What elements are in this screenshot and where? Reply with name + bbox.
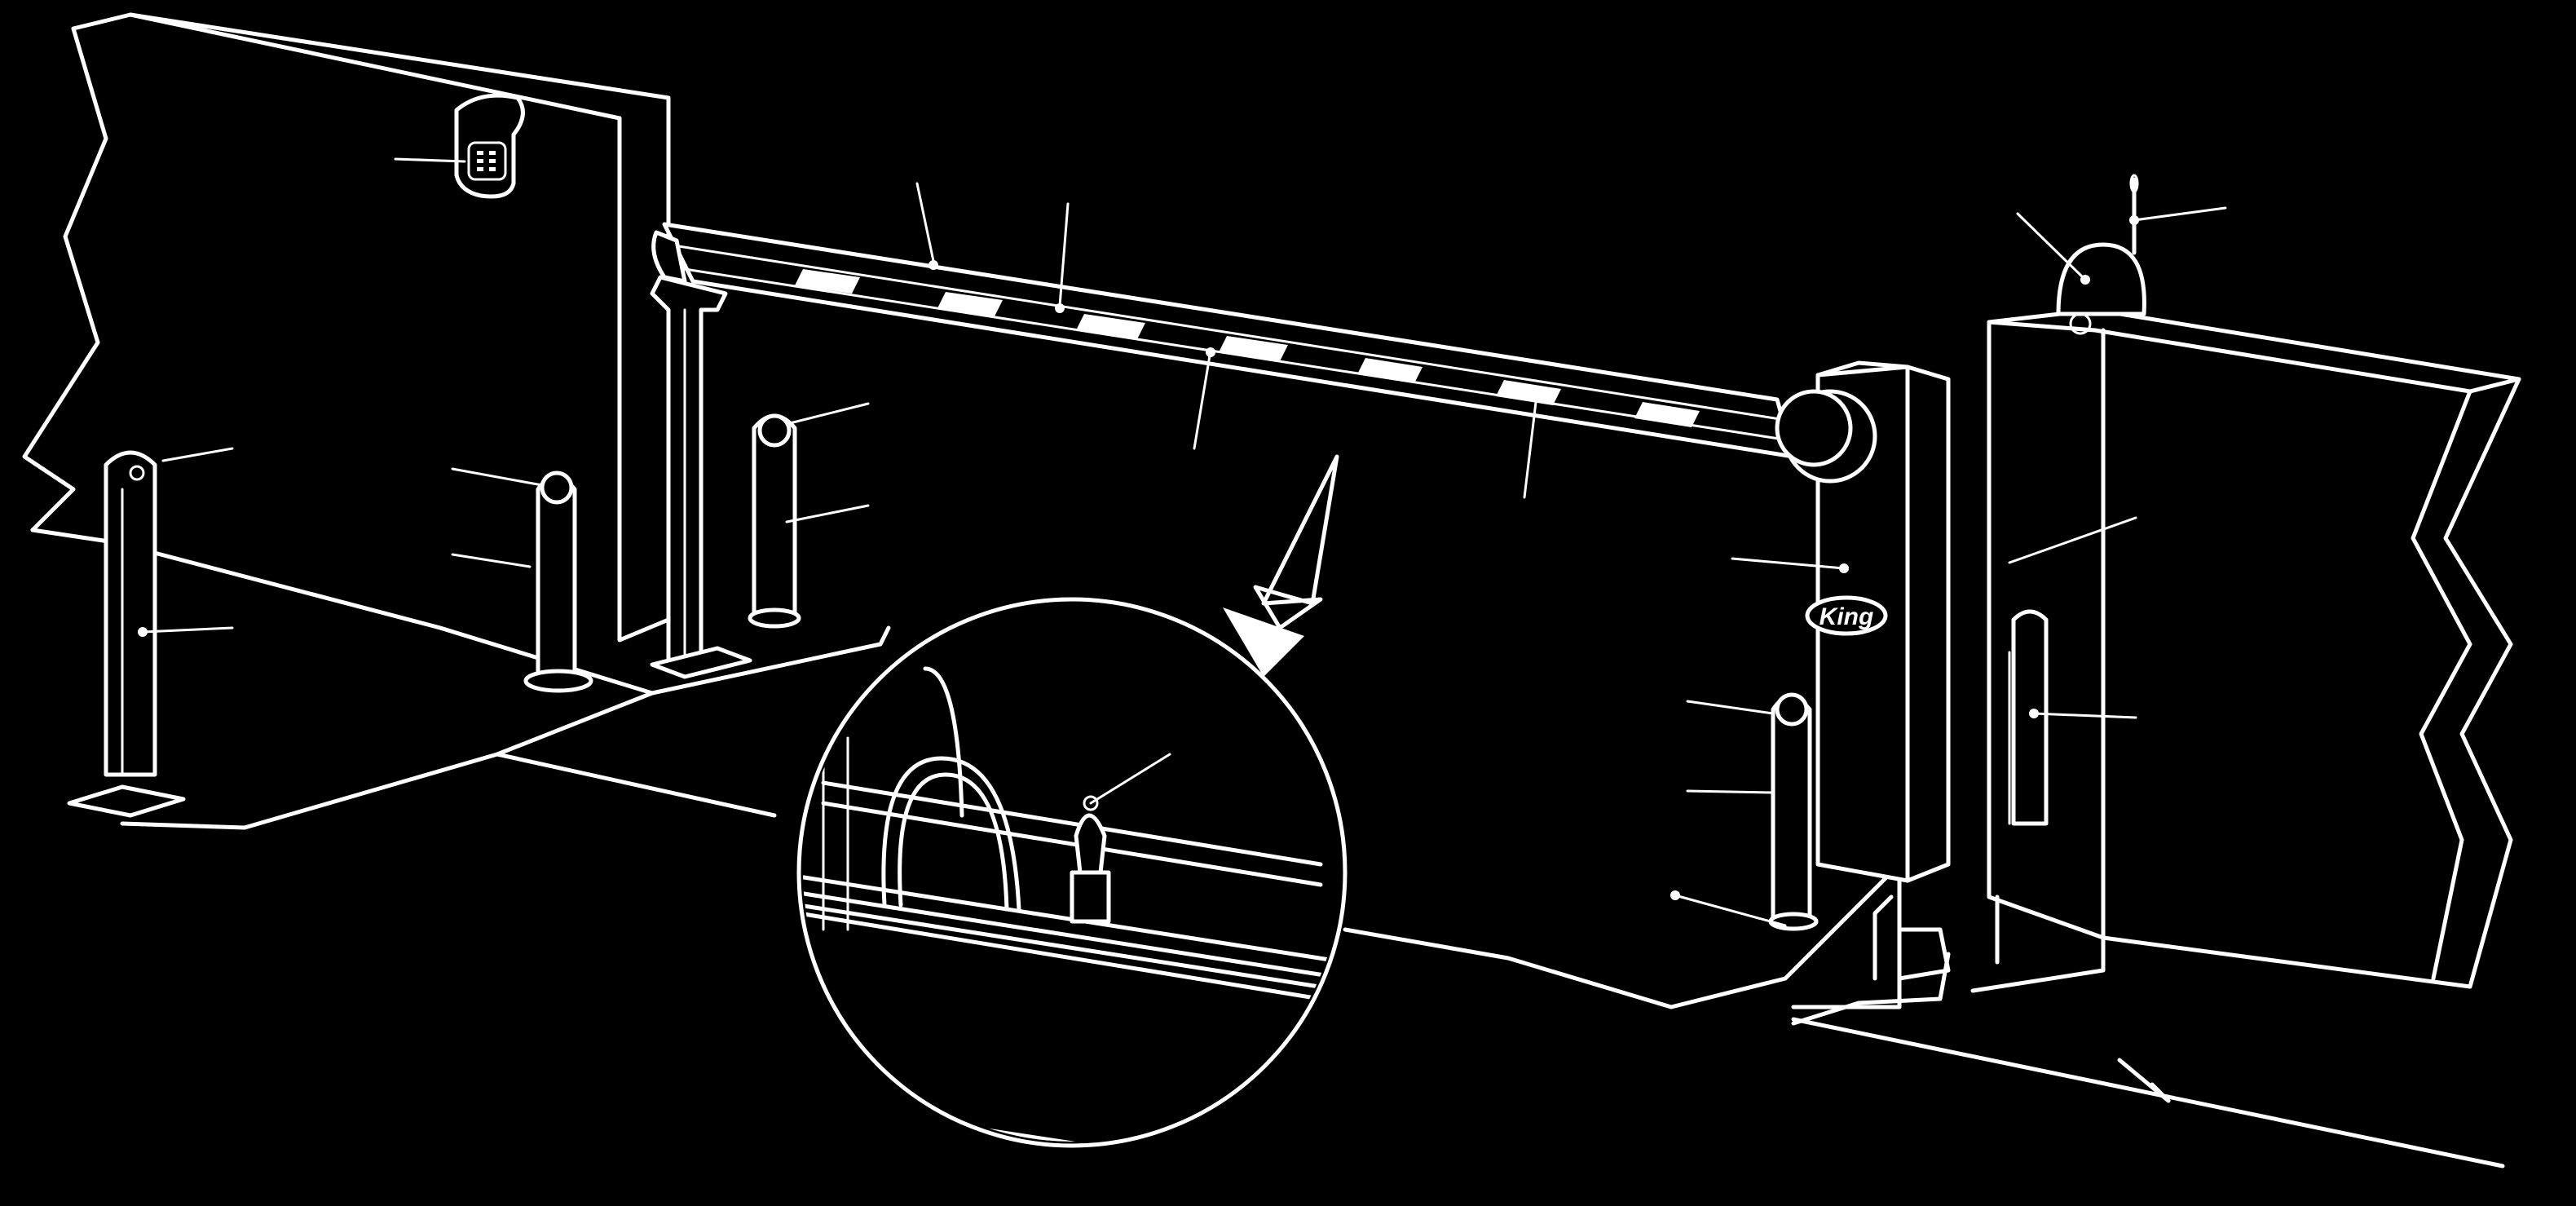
key-selector — [2008, 516, 2137, 826]
detail-magnifier — [796, 597, 1348, 1148]
keypad — [394, 93, 525, 199]
brand-logo-badge — [1805, 595, 1888, 636]
detail-arrow — [1223, 454, 1339, 677]
wall-right — [1987, 307, 2521, 989]
photocell-post-center — [451, 467, 593, 693]
photocell-post-left — [67, 447, 234, 818]
beam-rest-support — [650, 275, 752, 679]
antenna — [2129, 174, 2227, 255]
barrier-cabinet: King — [1731, 360, 1951, 883]
brand-logo: King — [1820, 603, 1874, 630]
photocell-post-right — [1670, 692, 1819, 931]
flashing-light — [2016, 212, 2146, 335]
photocell-post-mid — [748, 402, 870, 629]
barrier-arm — [651, 182, 1796, 499]
ground-lines — [30, 528, 2505, 1168]
